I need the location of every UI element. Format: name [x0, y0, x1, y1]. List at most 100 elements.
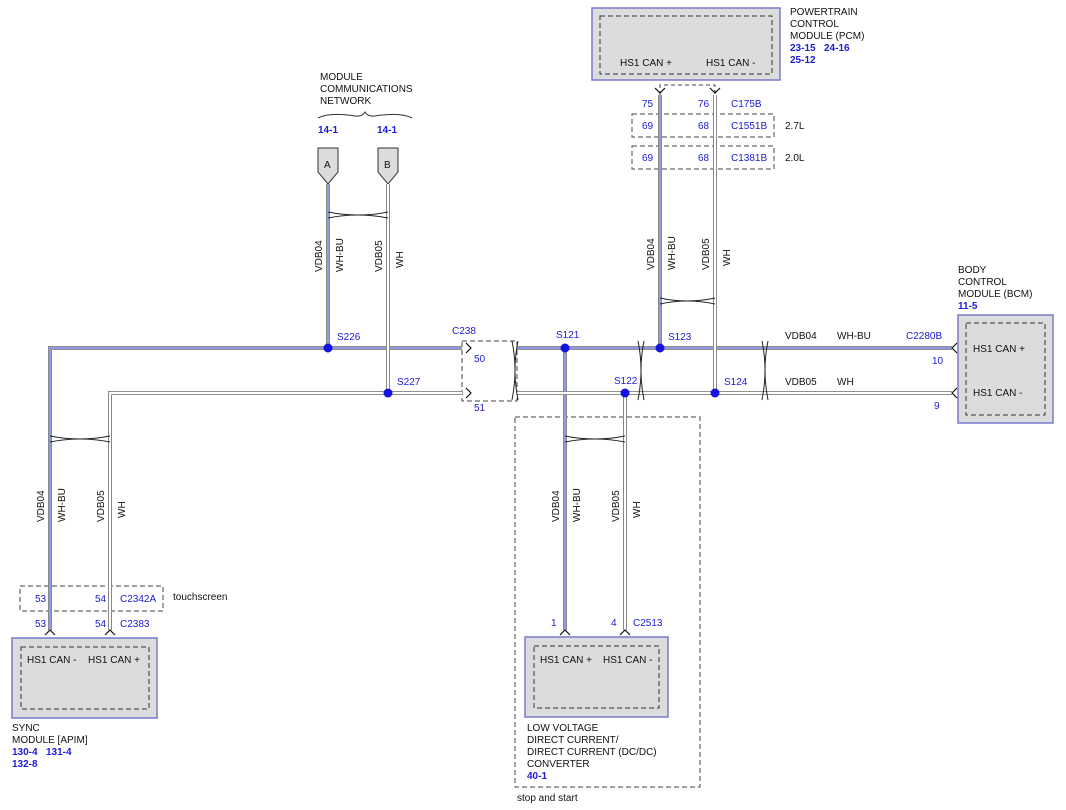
dcdc-pin-plus-label: HS1 CAN + — [540, 655, 592, 666]
pcm-c1551b-pin-69: 69 — [642, 121, 654, 132]
wire-group — [48, 95, 952, 630]
pcm-title-2: CONTROL — [790, 19, 839, 30]
dcdc-wire-low-color: WH — [632, 501, 643, 518]
dcdc-pin-minus-label: HS1 CAN - — [603, 655, 652, 666]
pcm-wire-high-circuit: VDB04 — [646, 238, 657, 270]
bcm-wire-low-circuit: VDB05 — [785, 377, 817, 388]
splice-s122-dot — [620, 388, 630, 398]
connector-arrows — [44, 87, 958, 636]
network-wire-low-color: WH — [395, 251, 406, 268]
bcm-pin-minus-label: HS1 CAN - — [973, 388, 1022, 399]
sync-wire-low-circuit: VDB05 — [96, 490, 107, 522]
sync-touch-pin-53: 53 — [35, 594, 47, 605]
dcdc-title-3: DIRECT CURRENT (DC/DC) — [527, 747, 657, 758]
pcm-ref-1: 23-15 — [790, 43, 816, 54]
network-wire-high-circuit: VDB04 — [314, 240, 325, 272]
dcdc-conn: C2513 — [633, 618, 663, 629]
network-title-2: COMMUNICATIONS — [320, 84, 413, 95]
dcdc-option-label: stop and start — [517, 793, 578, 804]
splice-s121-label: S121 — [556, 330, 580, 341]
twisted-pair-markers — [49, 211, 769, 443]
sync-ref-3: 132-8 — [12, 759, 38, 770]
c2342a-connector-box — [19, 585, 164, 612]
sync-pin-54: 54 — [95, 619, 107, 630]
c238-connector-box — [461, 340, 518, 402]
network-wire-low-circuit: VDB05 — [374, 240, 385, 272]
c238-conn: C238 — [452, 326, 476, 337]
dcdc-title-4: CONVERTER — [527, 759, 590, 770]
pcm-title-3: MODULE (PCM) — [790, 31, 864, 42]
pcm-c175b-pin-75: 75 — [642, 99, 654, 110]
splice-s124-label: S124 — [724, 377, 748, 388]
bcm-module[interactable]: HS1 CAN + HS1 CAN - — [957, 314, 1054, 424]
pcm-c175b-pin-76: 76 — [698, 99, 710, 110]
sync-ref-2: 131-4 — [46, 747, 72, 758]
network-connector-b[interactable]: B — [377, 147, 399, 185]
pcm-c1551b-conn: C1551B — [731, 121, 767, 132]
dcdc-wire-low-circuit: VDB05 — [611, 490, 622, 522]
splice-s122-label: S122 — [614, 376, 638, 387]
splice-s227-label: S227 — [397, 377, 421, 388]
sync-conn: C2383 — [120, 619, 150, 630]
network-ref-2: 14-1 — [377, 125, 397, 136]
dcdc-module[interactable]: HS1 CAN + HS1 CAN - — [524, 636, 669, 718]
dcdc-pin-4: 4 — [611, 618, 617, 629]
pcm-wire-low-circuit: VDB05 — [701, 238, 712, 270]
sync-touch-conn: C2342A — [120, 594, 156, 605]
splice-s121-dot — [560, 343, 570, 353]
pcm-connector-bracket — [659, 84, 716, 95]
network-wire-high-color: WH-BU — [335, 238, 346, 272]
pcm-c1551b-variant: 2.7L — [785, 121, 805, 132]
bcm-title-3: MODULE (BCM) — [958, 289, 1032, 300]
splice-points — [323, 343, 720, 398]
pcm-c1381b-conn: C1381B — [731, 153, 767, 164]
bcm-pin-10: 10 — [932, 356, 944, 367]
pcm-wire-low-color: WH — [722, 249, 733, 266]
pcm-module[interactable]: HS1 CAN + HS1 CAN - — [591, 7, 781, 81]
splice-s226-dot — [323, 343, 333, 353]
dcdc-ref: 40-1 — [527, 771, 547, 782]
dcdc-title-1: LOW VOLTAGE — [527, 723, 599, 734]
dcdc-wire-high-color: WH-BU — [572, 488, 583, 522]
pcm-pin-minus-label: HS1 CAN - — [706, 58, 755, 69]
bcm-ref: 11-5 — [958, 301, 978, 312]
dcdc-wire-high-circuit: VDB04 — [551, 490, 562, 522]
bcm-conn: C2280B — [906, 331, 942, 342]
splice-s227-dot — [383, 388, 393, 398]
network-title-1: MODULE — [320, 72, 363, 83]
bcm-title-1: BODY — [958, 265, 987, 276]
network-title-3: NETWORK — [320, 96, 371, 107]
sync-pin-minus-label: HS1 CAN - — [27, 655, 76, 666]
bcm-pin-plus-label: HS1 CAN + — [973, 344, 1025, 355]
network-ref-1: 14-1 — [318, 125, 338, 136]
pcm-c1381b-pin-69: 69 — [642, 153, 654, 164]
sync-module[interactable]: HS1 CAN - HS1 CAN + — [11, 637, 158, 719]
can-high-wires — [48, 95, 952, 630]
sync-wire-low-color: WH — [117, 501, 128, 518]
pcm-ref-2: 24-16 — [824, 43, 850, 54]
pcm-ref-3: 25-12 — [790, 55, 816, 66]
sync-pin-plus-label: HS1 CAN + — [88, 655, 140, 666]
sync-touch-label: touchscreen — [173, 592, 227, 603]
pcm-c175b-conn: C175B — [731, 99, 762, 110]
sync-title-2: MODULE [APIM] — [12, 735, 88, 746]
bcm-title-2: CONTROL — [958, 277, 1007, 288]
bcm-wire-low-color: WH — [837, 377, 854, 388]
splice-s123-label: S123 — [668, 332, 692, 343]
dcdc-pin-1: 1 — [551, 618, 557, 629]
network-connector-a[interactable]: A — [317, 147, 339, 185]
stop-start-option-box — [514, 416, 701, 788]
can-low-wires — [108, 95, 952, 630]
network-connector-b-label: B — [384, 160, 391, 171]
sync-title-1: SYNC — [12, 723, 40, 734]
pcm-wire-high-color: WH-BU — [667, 236, 678, 270]
sync-ref-1: 130-4 — [12, 747, 38, 758]
network-connector-a-label: A — [324, 160, 331, 171]
c238-pin-51: 51 — [474, 403, 486, 414]
sync-pin-53: 53 — [35, 619, 47, 630]
pcm-c1551b-pin-68: 68 — [698, 121, 710, 132]
pcm-c1381b-pin-68: 68 — [698, 153, 710, 164]
bcm-wire-high-circuit: VDB04 — [785, 331, 817, 342]
bcm-wire-high-color: WH-BU — [837, 331, 871, 342]
